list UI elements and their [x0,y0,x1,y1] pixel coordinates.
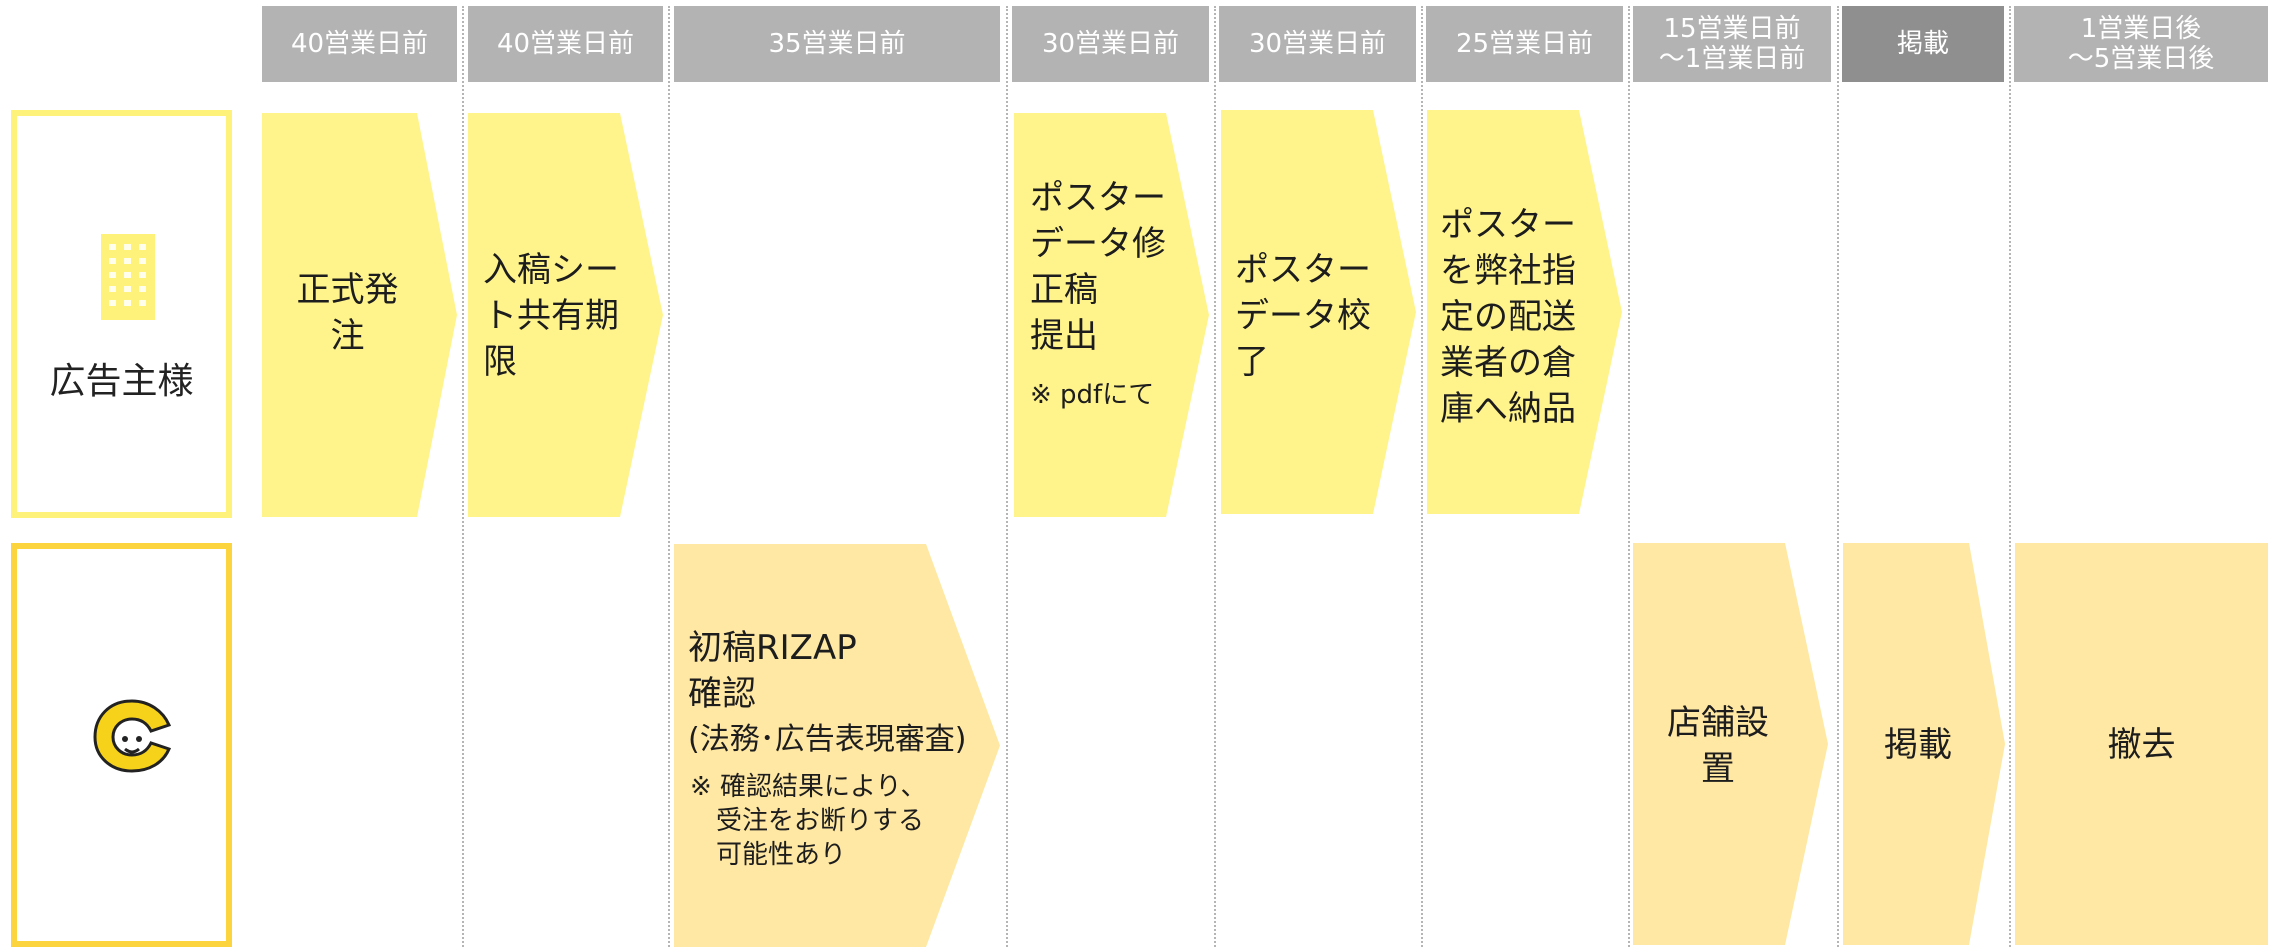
column-header-text: 35営業日前 [768,29,906,59]
task-text-line: ポスター [1030,178,1166,218]
task-text-line: ポスター [1235,250,1371,290]
column-header-text: 25営業日前 [1455,29,1594,59]
column-header: 35営業日前 [674,6,1000,82]
task-sheet-deadline-text: 入稿シー ト共有期 限 [483,247,619,385]
column-header: 40営業日前 [468,6,663,82]
task-text-line: を弊社指 [1440,251,1576,291]
task-poster-proofing-text: ポスター データ校 了 [1235,247,1371,385]
column-header-text: 30営業日前 [1248,29,1387,59]
column-header: 1営業日後～5営業日後 [2014,6,2268,82]
task-text-line: 確認 [688,674,756,714]
column-separator [2009,6,2011,947]
advertiser-row-label: 広告主様 [11,110,232,518]
task-note-line: ※ pdfにて [1030,380,1155,410]
column-separator [1837,6,1839,947]
task-text-line: データ校 [1235,296,1371,336]
task-store-install-text: 店舗設 置 [1633,700,1803,792]
task-text-line: 店舗設 [1667,703,1769,743]
column-header: 40営業日前 [262,6,457,82]
task-text-line: 業者の倉 [1440,343,1576,383]
task-text-line: 撤去 [2107,725,2176,765]
task-formal-order [262,113,457,517]
advertiser-row-title: 広告主様 [49,361,194,402]
column-header: 30営業日前 [1219,6,1416,82]
task-publish-text: 掲載 [1843,722,1993,768]
task-text-line: ト共有期 [483,296,619,336]
column-header-text: 40営業日前 [290,29,429,59]
task-poster-revision-text: ポスター データ修 正稿 提出 [1030,175,1166,359]
task-text-line: 正式発 [296,270,399,310]
column-header-text: 40営業日前 [496,29,635,59]
column-header-text: 掲載 [1896,29,1949,59]
task-first-draft-check-text: 初稿RIZAP 確認 (法務･広告表現審査) [688,625,966,763]
column-separator [1006,6,1008,947]
column-header: 30営業日前 [1012,6,1209,82]
task-publish [1843,543,2005,945]
rizap-mascot-icon [93,699,172,773]
task-text-line: 初稿RIZAP [688,628,857,668]
task-text-line: 庫へ納品 [1440,389,1576,429]
column-header-text: ～5営業日後 [2067,44,2215,74]
task-text-line: データ修 [1030,224,1166,264]
task-text-line: 限 [483,342,517,382]
task-formal-order-text: 正式発 注 [270,267,425,359]
task-text-line: ポスター [1440,205,1576,245]
task-sheet-deadline [468,113,663,517]
task-text-line: 定の配送 [1440,297,1576,337]
task-note-line: 受注をお断りする [690,806,925,836]
rizap-row-label [11,543,232,947]
task-text-line: 正稿 [1030,270,1098,310]
task-store-install [1633,543,1828,945]
task-poster-revision-note: ※ pdfにて [1030,378,1154,412]
column-header: 15営業日前～1営業日前 [1633,6,1831,82]
column-header-text: ～1営業日前 [1658,44,1806,74]
task-removal [2015,543,2268,945]
building-icon [101,234,155,320]
task-text-line: 提出 [1030,316,1098,356]
task-text-line: 注 [330,316,365,356]
task-text-line: 了 [1235,342,1269,382]
task-note-line: ※ 確認結果により、 [690,772,927,802]
column-separator [1628,6,1630,947]
column-separator [462,6,464,947]
task-first-draft-check-note: ※ 確認結果により、 受注をお断りする 可能性あり [690,770,927,872]
task-text-line: (法務･広告表現審査) [688,722,967,757]
column-header: 掲載 [1842,6,2004,82]
task-removal-text: 撤去 [2015,722,2268,768]
task-poster-proofing [1221,110,1416,514]
column-header: 25営業日前 [1426,6,1623,82]
task-text-line: 置 [1701,749,1735,789]
task-poster-delivery-text: ポスター を弊社指 定の配送 業者の倉 庫へ納品 [1440,202,1576,432]
column-header-text: 30営業日前 [1041,29,1180,59]
task-poster-revision [1014,113,1209,517]
task-text-line: 入稿シー [483,250,619,290]
task-note-line: 可能性あり [690,840,847,870]
task-poster-delivery [1427,110,1622,514]
column-separator [668,6,670,947]
task-text-line: 掲載 [1884,725,1952,765]
column-separator [1421,6,1423,947]
column-separator [1214,6,1216,947]
task-first-draft-check [674,544,1000,947]
column-header-text: 1営業日後 [2080,14,2202,44]
column-header-text: 15営業日前 [1663,14,1801,44]
